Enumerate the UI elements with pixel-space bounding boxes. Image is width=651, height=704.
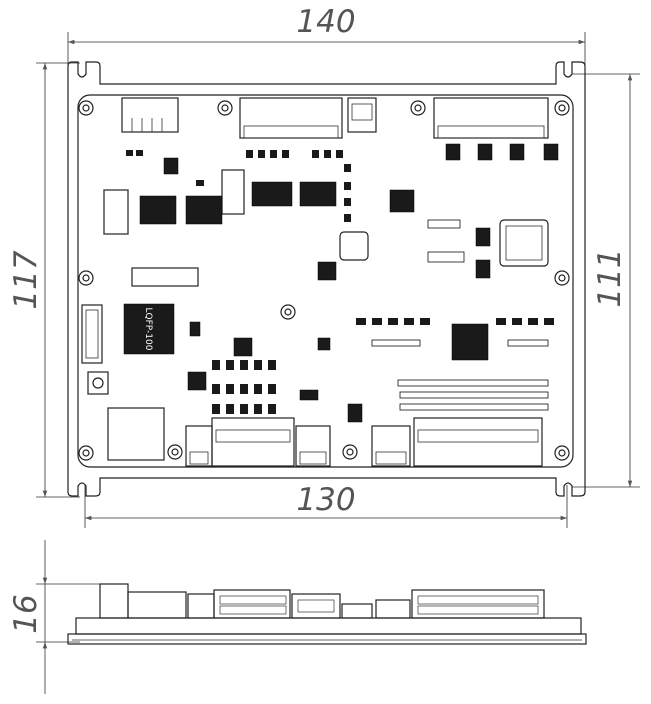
dimension-right-height: 111 xyxy=(572,73,640,488)
side-pcb xyxy=(75,617,582,635)
connector-bottom-4 xyxy=(371,425,411,467)
dimension-bottom-width: 130 xyxy=(84,482,568,528)
side-component-cap xyxy=(127,591,187,619)
capacitor-block-mid xyxy=(221,169,245,215)
dimension-bottom-width-label: 130 xyxy=(296,482,355,518)
mounting-hole xyxy=(167,444,183,460)
connector-bottom-3 xyxy=(295,425,331,467)
mounting-hole xyxy=(78,270,94,286)
button xyxy=(87,371,109,395)
side-component-left xyxy=(99,583,129,619)
mounting-hole xyxy=(554,100,570,116)
side-connector-4 xyxy=(375,599,411,619)
mounting-hole xyxy=(217,100,233,116)
board-top-view: LQFP-100 xyxy=(67,61,586,497)
dimension-side-height: 16 xyxy=(8,540,120,694)
passive-row xyxy=(126,150,554,414)
connector-top-left xyxy=(121,97,179,133)
pin-header-left xyxy=(81,304,103,364)
side-connector-2 xyxy=(213,589,291,619)
side-usb xyxy=(341,603,373,619)
dimension-top-width-label: 140 xyxy=(296,4,355,40)
inductor-center xyxy=(339,231,369,261)
mcu-chip: LQFP-100 xyxy=(123,303,175,355)
side-pins xyxy=(219,595,539,615)
mounting-plate-outline xyxy=(67,61,586,497)
side-plate xyxy=(67,633,587,645)
mounting-hole xyxy=(554,270,570,286)
connector-bottom-1 xyxy=(185,425,213,467)
connector-top-center xyxy=(239,97,343,139)
resistor-row xyxy=(371,219,549,411)
side-connector-1 xyxy=(187,593,215,619)
connector-bottom-2 xyxy=(211,417,295,467)
mcu-marking: LQFP-100 xyxy=(143,308,153,351)
mounting-hole xyxy=(410,100,426,116)
sd-card-slot xyxy=(107,407,165,461)
side-connector-5 xyxy=(411,589,545,619)
mounting-hole xyxy=(280,304,296,320)
connector-top-right xyxy=(433,97,549,139)
pcb-outline xyxy=(77,94,574,468)
dimension-top-width: 140 xyxy=(67,4,586,70)
dimension-right-height-label: 111 xyxy=(592,248,628,307)
board-side-view xyxy=(67,583,587,645)
usb-connector xyxy=(347,97,377,133)
mounting-hole xyxy=(554,445,570,461)
secondary-chip xyxy=(451,323,489,361)
side-connector-3 xyxy=(291,593,341,619)
mounting-hole xyxy=(342,444,358,460)
connector-bottom-5 xyxy=(413,417,543,467)
ic-group xyxy=(139,143,559,423)
capacitor-block-left xyxy=(103,189,129,235)
mounting-hole xyxy=(78,100,94,116)
dimension-left-height: 117 xyxy=(8,62,80,498)
idc-header xyxy=(131,267,199,287)
inductor xyxy=(499,219,549,267)
dimension-side-height-label: 16 xyxy=(8,594,44,633)
dimension-left-height-label: 117 xyxy=(8,250,44,309)
mounting-hole xyxy=(78,445,94,461)
